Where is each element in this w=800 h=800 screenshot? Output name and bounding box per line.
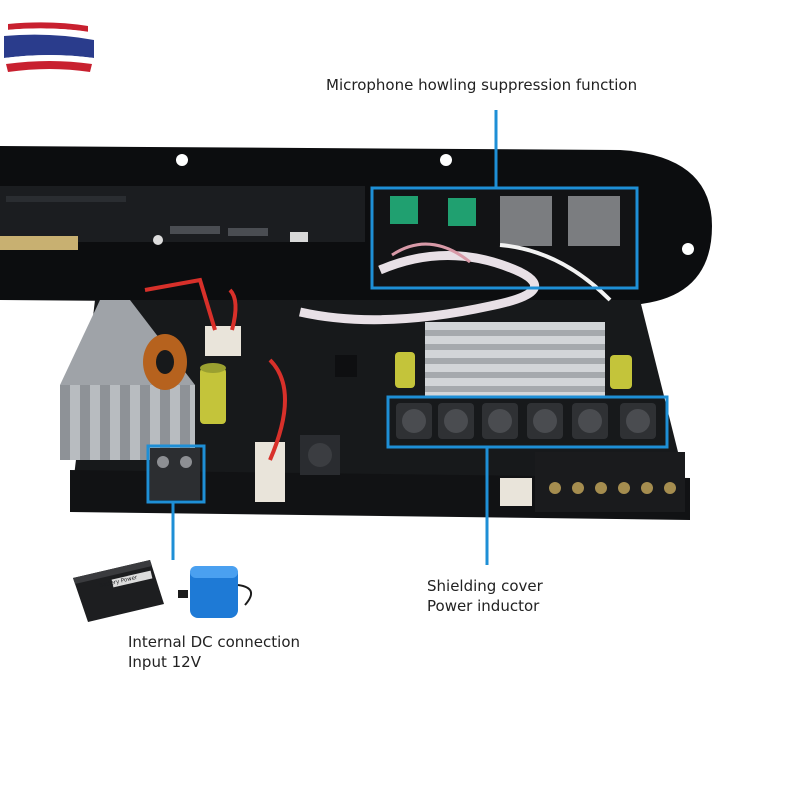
mounting-hole — [176, 154, 188, 166]
mounting-hole — [440, 154, 452, 166]
capacitor — [395, 352, 415, 388]
capacitor — [200, 368, 226, 424]
lithium-battery-pack — [178, 566, 253, 618]
dc-highlight-box — [146, 444, 206, 560]
dc-voltage-callout-label: Input 12V — [128, 653, 201, 671]
inductor-highlight-box — [386, 395, 669, 565]
mounting-hole — [682, 243, 694, 255]
connector — [500, 478, 532, 506]
dc-connection-callout-label: Internal DC connection — [128, 633, 301, 651]
shielded-inductors — [396, 403, 656, 439]
capacitor — [610, 355, 632, 389]
microphone-module — [299, 188, 637, 325]
main-heatsink — [425, 322, 605, 398]
microphone-callout-label: Microphone howling suppression function — [326, 76, 638, 94]
pcb-board — [60, 277, 690, 520]
dc-input-terminal — [150, 448, 200, 500]
lead-acid-battery: Battery Power — [73, 560, 164, 622]
shielding-callout-label: Shielding cover — [427, 577, 543, 595]
power-inductor-callout-label: Power inductor — [427, 597, 540, 615]
microphone-highlight-box — [370, 110, 639, 290]
connector — [255, 442, 285, 502]
speaker-terminal-block — [535, 452, 685, 512]
thailand-flag-icon — [4, 22, 94, 72]
connector — [205, 326, 241, 356]
